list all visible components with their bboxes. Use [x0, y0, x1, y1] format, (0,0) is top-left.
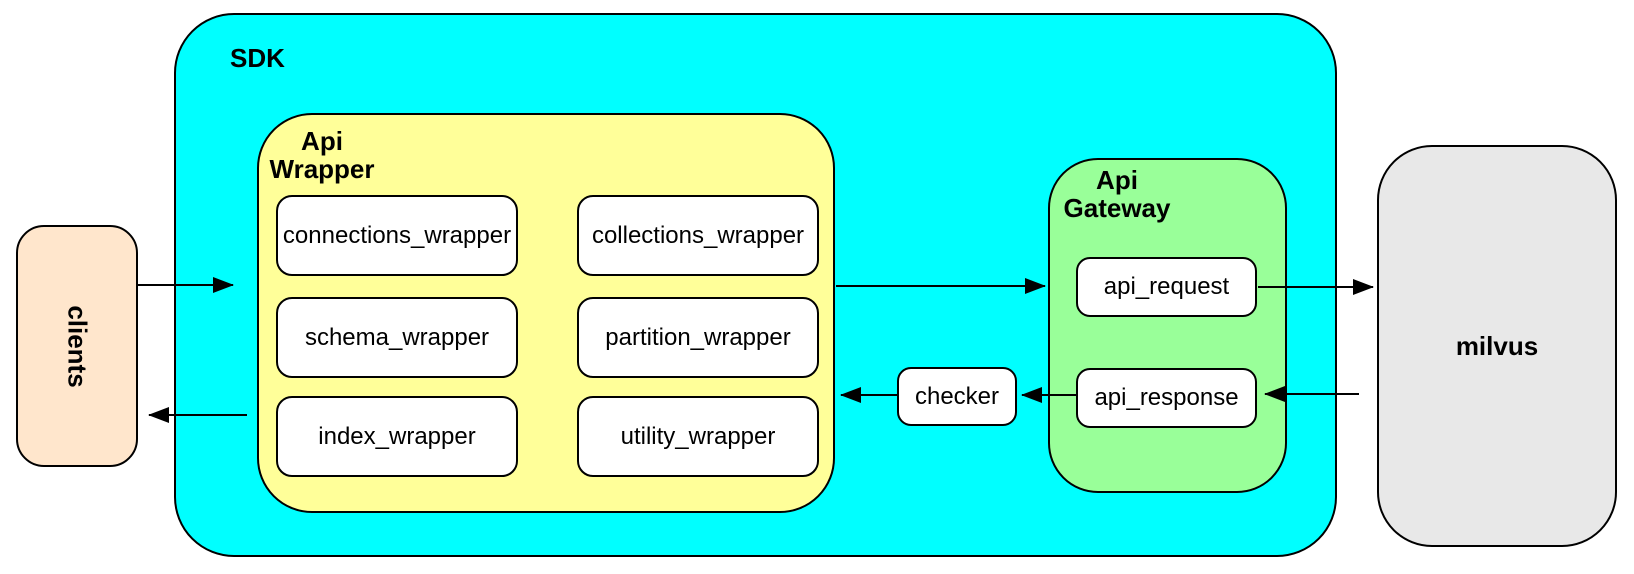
node-schema-wrapper: schema_wrapper [276, 297, 518, 378]
node-utility-wrapper-label: utility_wrapper [620, 422, 776, 450]
node-connections-wrapper-label: connections_wrapper [282, 221, 512, 249]
sdk-title: SDK [230, 43, 285, 73]
api-wrapper-title-line2: Wrapper [269, 154, 375, 184]
node-checker: checker [897, 367, 1017, 426]
node-milvus: milvus [1377, 145, 1617, 547]
api-wrapper-title: Api Wrapper [258, 127, 386, 183]
node-checker-label: checker [914, 382, 1000, 410]
api-gateway-container [1048, 158, 1287, 493]
node-index-wrapper-label: index_wrapper [318, 422, 476, 450]
node-api-request-label: api_request [1103, 273, 1230, 300]
node-clients-label: clients [62, 304, 93, 388]
api-gateway-title-line2: Gateway [1063, 193, 1171, 223]
node-milvus-label: milvus [1455, 330, 1539, 361]
node-api-response-label: api_response [1094, 384, 1239, 411]
node-index-wrapper: index_wrapper [276, 396, 518, 477]
node-collections-wrapper-label: collections_wrapper [591, 221, 805, 249]
node-partition-wrapper: partition_wrapper [577, 297, 819, 378]
api-wrapper-title-line1: Api [301, 126, 343, 156]
node-api-response: api_response [1076, 368, 1257, 428]
node-schema-wrapper-label: schema_wrapper [304, 323, 490, 351]
api-gateway-title: Api Gateway [1057, 166, 1177, 222]
node-collections-wrapper: collections_wrapper [577, 195, 819, 276]
node-partition-wrapper-label: partition_wrapper [605, 323, 791, 351]
node-utility-wrapper: utility_wrapper [577, 396, 819, 477]
node-clients: clients [16, 225, 138, 467]
api-gateway-title-line1: Api [1096, 165, 1138, 195]
node-connections-wrapper: connections_wrapper [276, 195, 518, 276]
node-api-request: api_request [1076, 257, 1257, 317]
